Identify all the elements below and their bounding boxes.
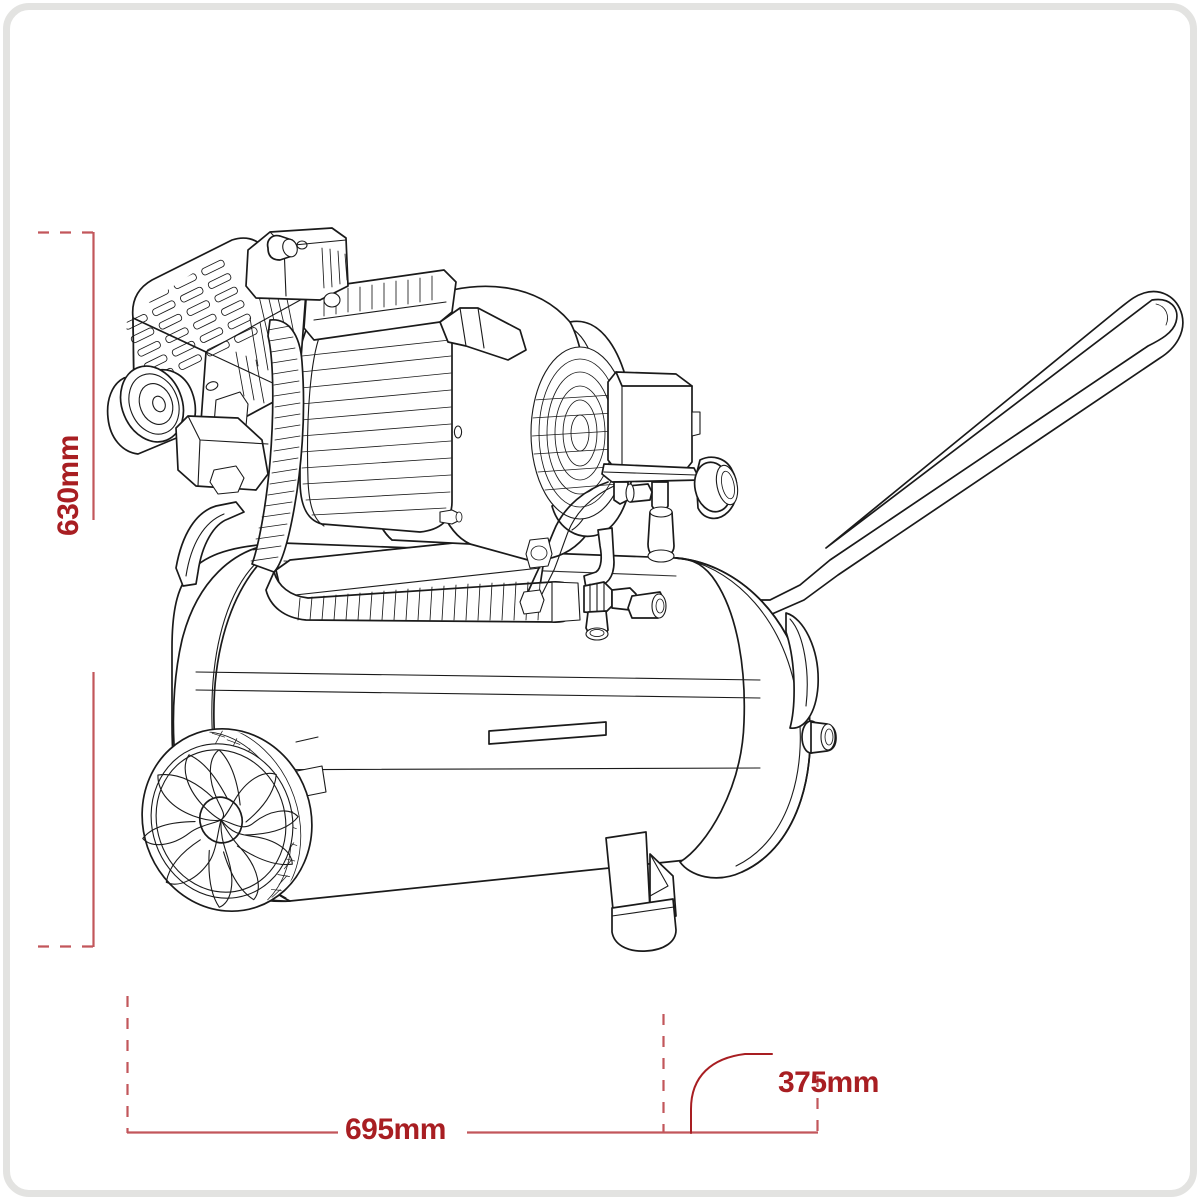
tank-outlet-boss [785, 612, 819, 729]
anti-vibration-mount [525, 537, 553, 569]
compressor-illustration [106, 227, 1184, 952]
dimension-annotations [38, 231, 819, 1134]
discharge-hose-corrugated [265, 571, 581, 623]
outlet-coupler [627, 591, 667, 619]
intake-hose-corrugated [250, 319, 305, 573]
depth-dimension-label: 375mm [778, 1066, 879, 1099]
tank-side-fitting [801, 720, 837, 754]
rear-leg [295, 736, 319, 743]
safety-valve-and-cables [519, 481, 675, 615]
support-foot [605, 831, 677, 952]
crankcase-top-cover [245, 227, 349, 308]
crankcase-shoulder [175, 415, 269, 495]
regulator-fitting-cluster [583, 527, 637, 641]
tow-handle [629, 290, 1184, 615]
tank-lift-bracket [175, 501, 245, 587]
height-dimension-label: 630mm [52, 435, 85, 536]
wheel [141, 724, 327, 913]
pressure-switch-box [601, 371, 701, 483]
filter-end-cap [106, 365, 197, 455]
width-dimension-label: 695mm [345, 1113, 446, 1146]
height-dimension-630mm [38, 231, 95, 948]
pressure-gauge [693, 456, 739, 520]
width-depth-dimension-group [126, 996, 819, 1134]
